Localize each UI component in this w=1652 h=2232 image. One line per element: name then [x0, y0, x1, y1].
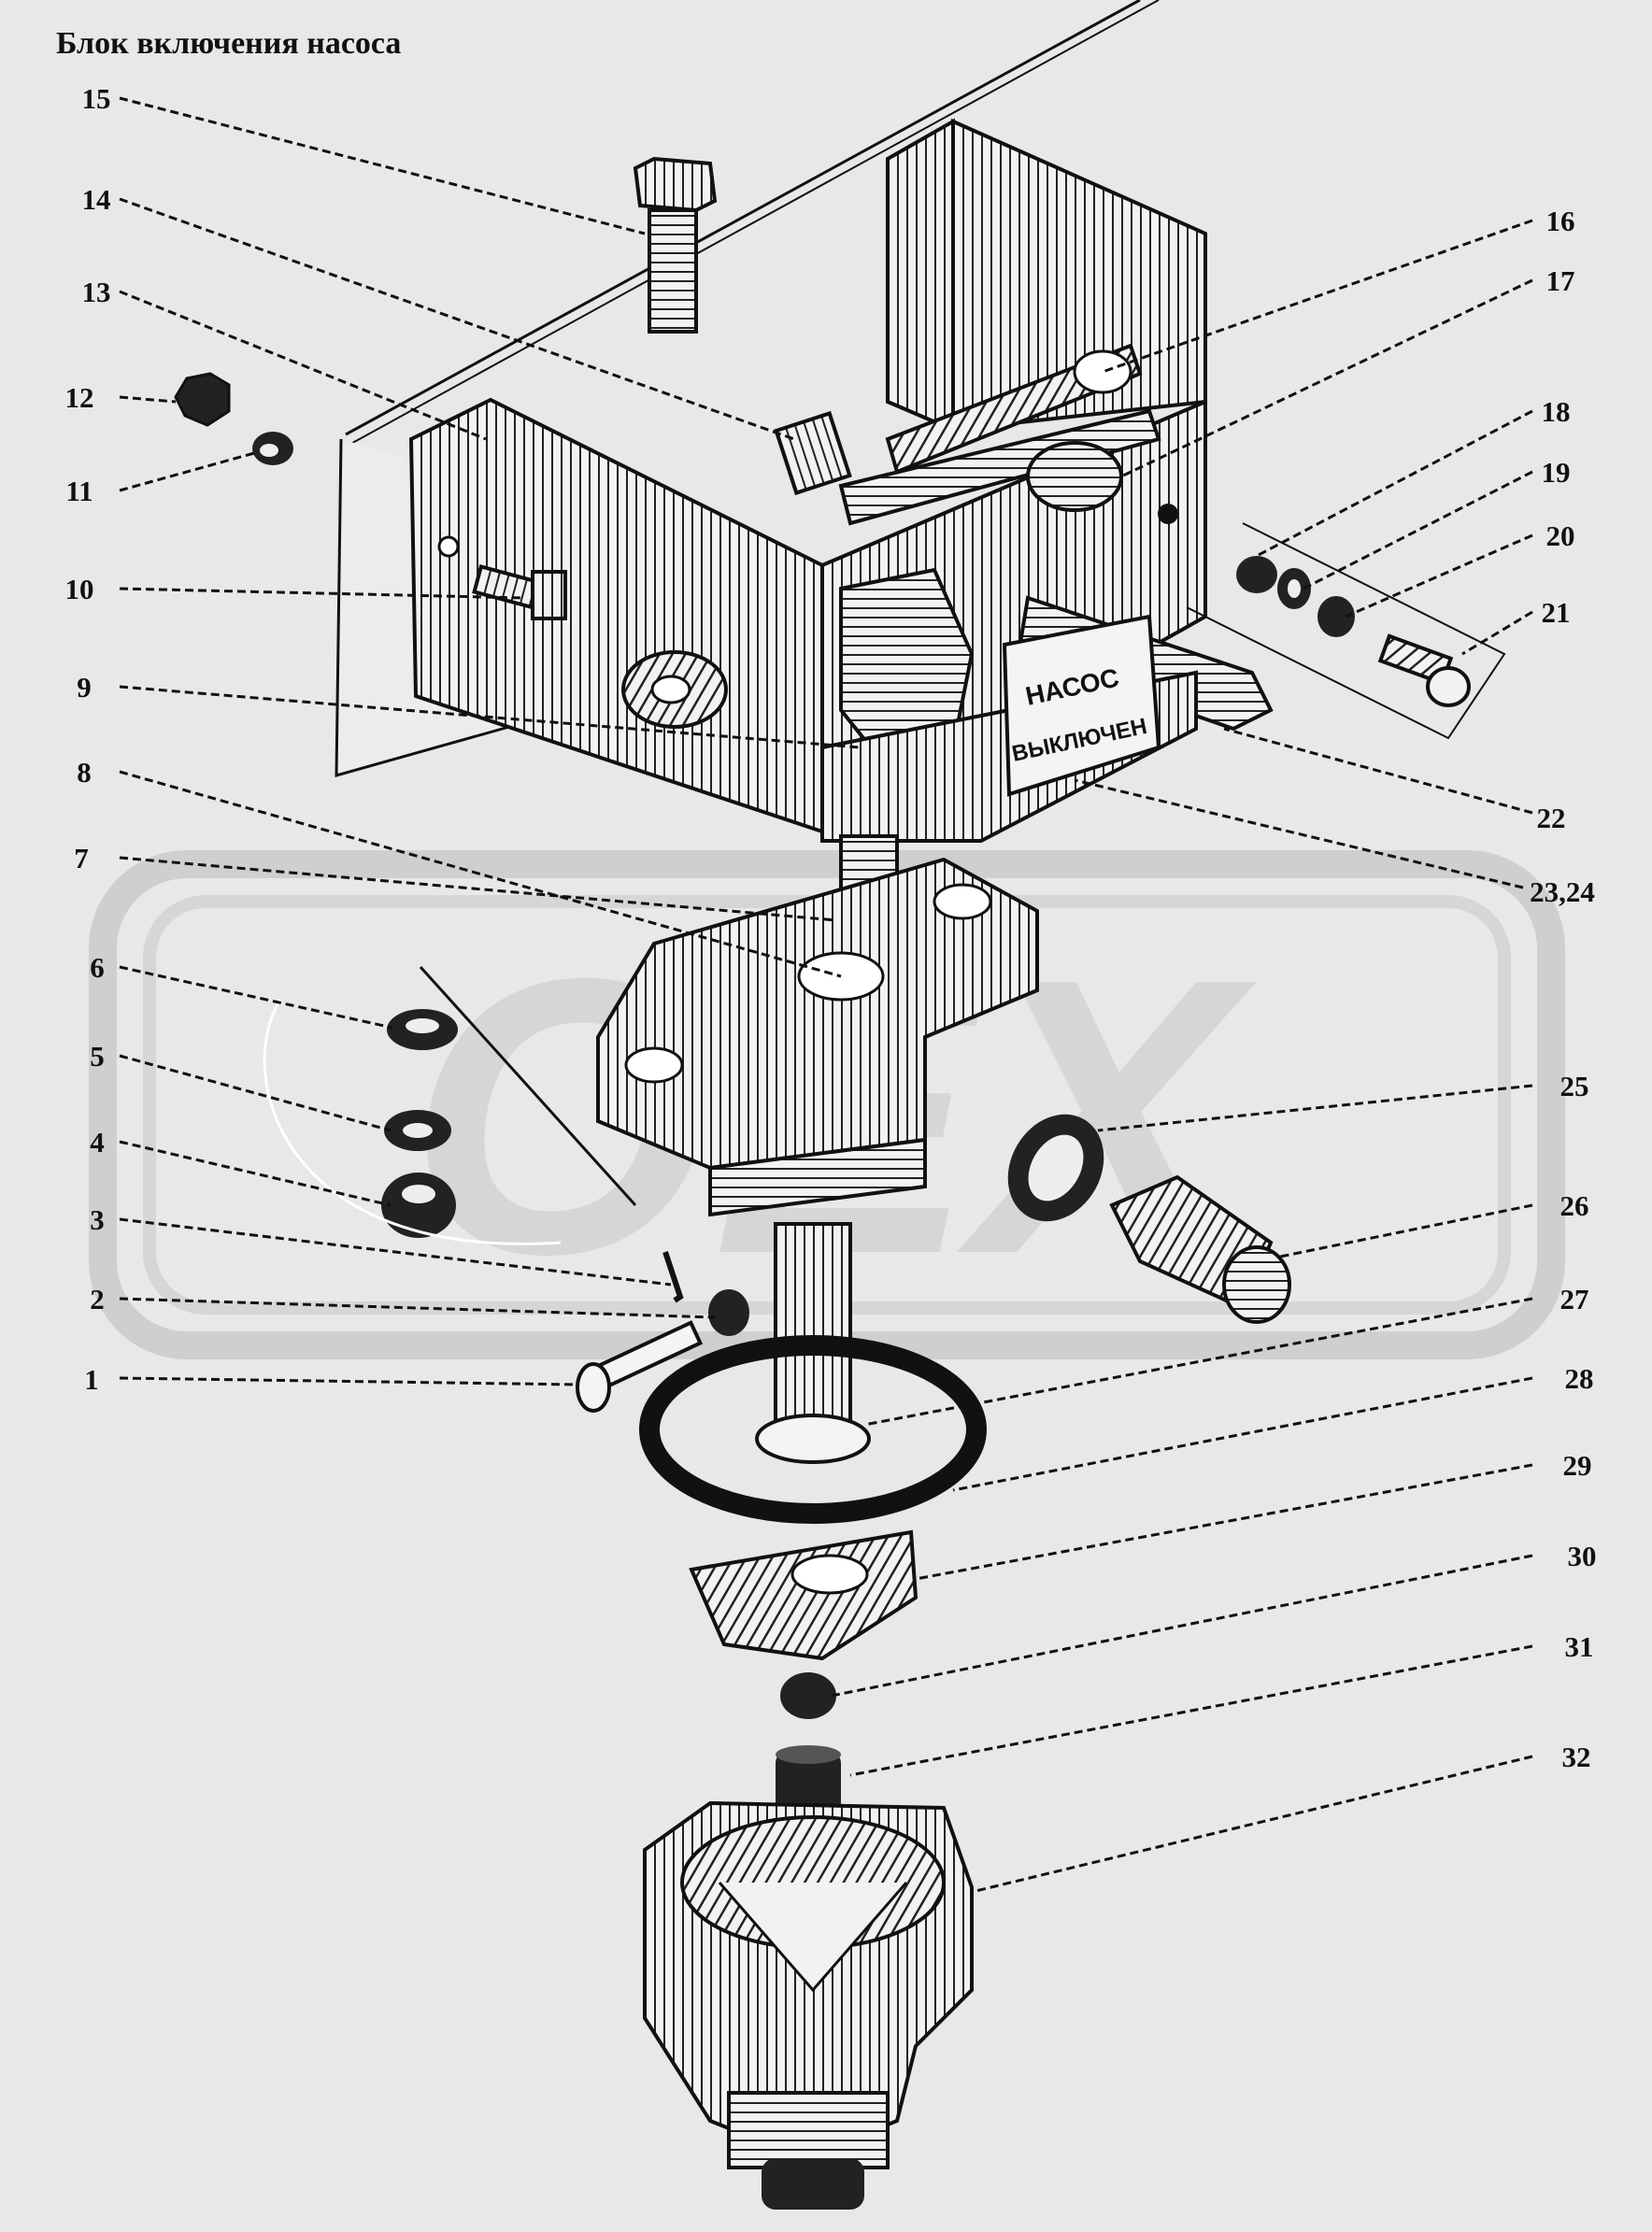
- bolt-15: [633, 156, 718, 334]
- pump-housing: [596, 857, 1039, 1217]
- callout-21: 21: [1542, 596, 1571, 629]
- indicator-plate: НАСОС ВЫКЛЮЧЕН: [1002, 614, 1161, 797]
- callout-16: 16: [1546, 205, 1575, 237]
- diagram-title: Блок включения насоса: [56, 26, 402, 61]
- callout-32: 32: [1562, 1741, 1591, 1773]
- washer-11: [252, 432, 293, 465]
- callout-23-24: 23,24: [1530, 875, 1595, 908]
- reference-line: [345, 0, 1160, 448]
- callout-6: 6: [90, 951, 105, 984]
- callout-30: 30: [1568, 1540, 1597, 1572]
- callout-17: 17: [1546, 264, 1575, 297]
- gasket-25: [1007, 1114, 1104, 1222]
- bolt-21: [1377, 633, 1471, 707]
- washer-18: [1236, 556, 1277, 593]
- callout-10: 10: [65, 573, 94, 605]
- washer-6: [387, 1009, 458, 1050]
- callout-2: 2: [90, 1283, 105, 1315]
- washer-group-outline: [263, 999, 562, 1245]
- callout-22: 22: [1537, 802, 1566, 834]
- washer-group-frame: [1186, 522, 1506, 740]
- callout-20: 20: [1546, 519, 1575, 552]
- gasket-28: [639, 1335, 987, 1524]
- ball-30: [780, 1672, 836, 1719]
- callout-18: 18: [1542, 395, 1571, 428]
- callout-19: 19: [1542, 456, 1571, 489]
- callout-27: 27: [1560, 1283, 1589, 1315]
- disc-29: [689, 1529, 919, 1661]
- callout-4: 4: [90, 1126, 105, 1159]
- spring-washer-5: [384, 1110, 451, 1151]
- callout-7: 7: [74, 842, 89, 874]
- callout-13: 13: [82, 276, 111, 308]
- pin-1: [576, 1320, 704, 1413]
- nut-4: [381, 1173, 456, 1238]
- callout-3: 3: [90, 1203, 105, 1236]
- housing-32: [643, 1800, 974, 2210]
- lever-assembly: [774, 343, 1161, 526]
- callout-26: 26: [1560, 1189, 1589, 1222]
- washer-20: [1317, 596, 1355, 637]
- callout-9: 9: [77, 671, 92, 704]
- callout-11: 11: [65, 475, 93, 507]
- callout-14: 14: [82, 183, 111, 216]
- bracket: [408, 118, 1207, 835]
- callout-12: 12: [65, 381, 94, 414]
- callout-5: 5: [90, 1040, 105, 1073]
- callout-labels: 1 2 3 4 5 6 7 8 9 10 11 12 13 14 15 16 1…: [65, 82, 1597, 1773]
- callout-15: 15: [82, 82, 111, 115]
- callout-28: 28: [1565, 1362, 1594, 1395]
- reference-line: [345, 0, 1141, 436]
- cotter-pin-3: [662, 1251, 684, 1303]
- bolt-10: [472, 563, 567, 620]
- washer-2: [708, 1289, 749, 1336]
- washer-9: [621, 650, 728, 729]
- leader-lines: [119, 96, 1533, 1894]
- washer-19: [1277, 568, 1311, 609]
- washer-group-leader: [419, 965, 637, 1207]
- bushing-31: [776, 1745, 841, 1817]
- callout-1: 1: [84, 1363, 99, 1396]
- nut-12: [174, 372, 231, 427]
- callout-31: 31: [1565, 1630, 1594, 1663]
- callout-8: 8: [77, 756, 92, 789]
- callout-25: 25: [1560, 1070, 1589, 1102]
- callout-29: 29: [1563, 1449, 1592, 1482]
- fitting-26: [1109, 1174, 1291, 1324]
